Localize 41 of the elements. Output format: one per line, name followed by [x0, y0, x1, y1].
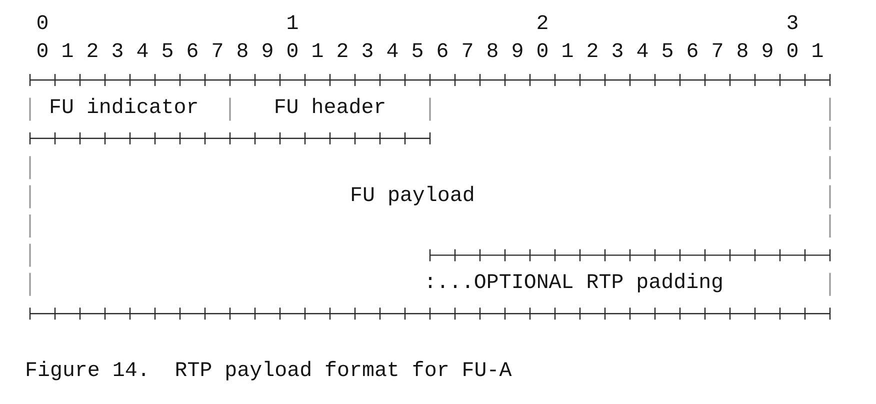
- bit-number: 5: [411, 41, 424, 65]
- bit-number: 7: [211, 41, 224, 65]
- bit-number: 8: [236, 41, 249, 65]
- bit-number: 8: [736, 41, 749, 65]
- bit-number: 0: [36, 41, 49, 65]
- bit-number: 4: [636, 41, 649, 65]
- bit-number: 1: [811, 41, 824, 65]
- bit-number: 5: [161, 41, 174, 65]
- field-name: FU header: [274, 97, 386, 122]
- bit-number: 3: [361, 41, 374, 65]
- bit-number: 3: [786, 13, 799, 37]
- bit-number: 9: [761, 41, 774, 65]
- bit-number: 2: [86, 41, 99, 65]
- bit-number: 6: [436, 41, 449, 65]
- figure-caption: Figure 14. RTP payload format for FU-A: [25, 360, 512, 384]
- bit-number: 4: [136, 41, 149, 65]
- field-name: FU payload: [350, 184, 475, 209]
- bit-number: 0: [36, 13, 49, 37]
- bit-number: 1: [61, 41, 74, 65]
- bit-number: 2: [586, 41, 599, 65]
- bit-number: 1: [286, 13, 299, 37]
- bit-number: 6: [186, 41, 199, 65]
- bit-number: 5: [661, 41, 674, 65]
- bit-number: 7: [461, 41, 474, 65]
- bit-number: 9: [261, 41, 274, 65]
- bit-number: 0: [536, 41, 549, 65]
- bit-number: 3: [611, 41, 624, 65]
- field-name: :...OPTIONAL RTP padding: [424, 272, 724, 296]
- bit-number: 3: [111, 41, 124, 65]
- bit-number: 7: [711, 41, 724, 65]
- bit-number: 1: [561, 41, 574, 65]
- bit-number: 0: [786, 41, 799, 65]
- bit-number: 9: [511, 41, 524, 65]
- bit-number: 4: [386, 41, 399, 65]
- field-name: FU indicator: [49, 97, 199, 122]
- bit-number: 1: [311, 41, 324, 65]
- bit-number: 2: [536, 13, 549, 37]
- bit-number: 6: [686, 41, 699, 65]
- bit-number: 2: [336, 41, 349, 65]
- bit-number: 8: [486, 41, 499, 65]
- bit-number: 0: [286, 41, 299, 65]
